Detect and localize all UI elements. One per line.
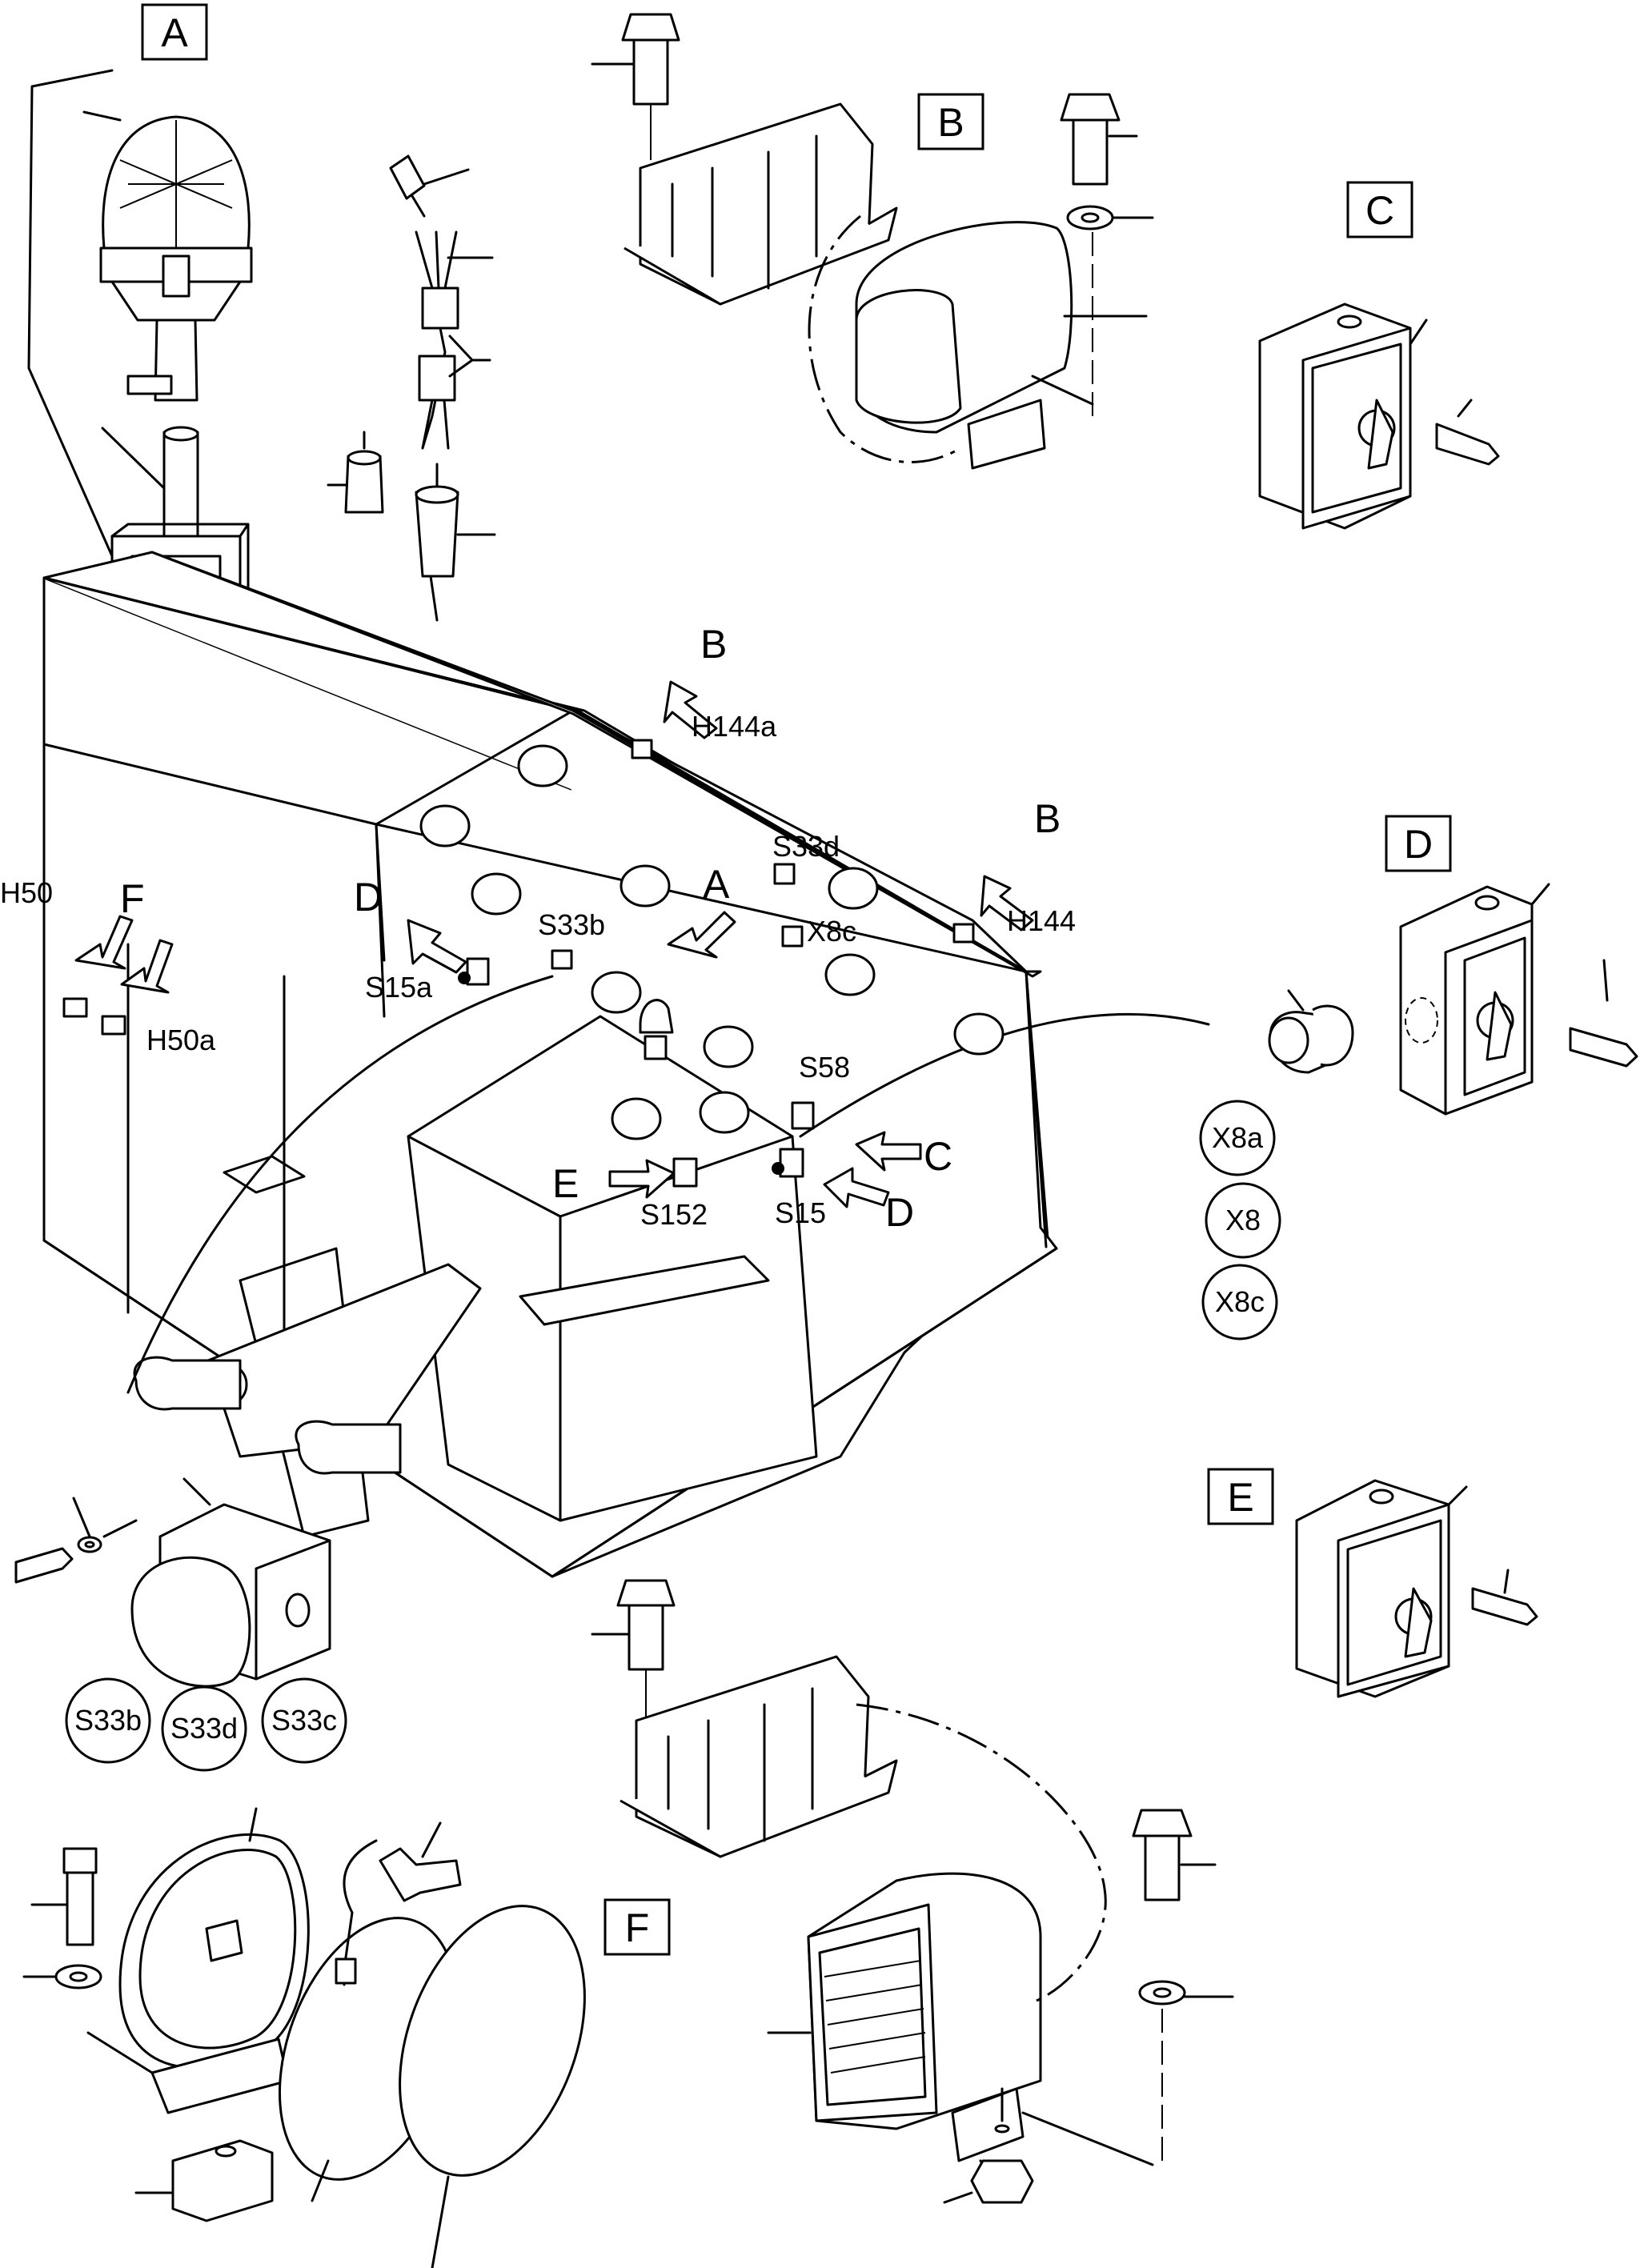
- callout-b-right: B: [1034, 796, 1061, 841]
- label-x8c: X8c: [807, 915, 856, 948]
- detail-a-box: [141, 3, 208, 61]
- label-s15: S15: [775, 1196, 826, 1229]
- circle-s33c: [261, 1677, 347, 1764]
- detail-f-worklight: F: [591, 1579, 1234, 2204]
- micro-switch-s33: S33b S33d S33c: [14, 1477, 347, 1772]
- switch-c-screw: [1435, 423, 1500, 466]
- detail-d-box: [1385, 815, 1452, 872]
- label-h144a: H144a: [692, 710, 777, 743]
- frame-labels: B H144a B H144 S33d X8c A S33b D S15a H5…: [0, 622, 1076, 1235]
- marker-s152: [672, 1157, 698, 1188]
- socket-x8-group: X8a X8 X8c: [1199, 989, 1354, 1340]
- switch-e-knob: [1404, 1587, 1433, 1658]
- worklight-f-nut: [970, 2159, 1034, 2204]
- frame-column: [407, 1015, 818, 1522]
- spade-connector: [389, 154, 426, 200]
- detail-c-letter: C: [1365, 188, 1394, 233]
- cable-sleeve-2: [418, 355, 456, 402]
- marker-s15a: [466, 957, 490, 986]
- arrow-d-left: [407, 919, 467, 974]
- detail-e-box: [1207, 1468, 1274, 1525]
- circle-x8: [1205, 1182, 1281, 1259]
- cab-frame: [42, 551, 1210, 1578]
- micro-switch-cap: [130, 1556, 251, 1688]
- detail-b-worklight: B: [591, 13, 1154, 470]
- detail-d-letter: D: [1404, 822, 1433, 867]
- circle-s33d: [161, 1685, 247, 1772]
- circle-label-x8c: X8c: [1215, 1285, 1265, 1318]
- callout-d-right: D: [885, 1190, 914, 1235]
- arrow-b-right: [980, 875, 1034, 932]
- callout-a-frame: A: [703, 862, 730, 907]
- circle-s33b: [65, 1677, 151, 1764]
- marker-s15: [779, 1148, 804, 1178]
- label-h50: H50: [0, 876, 53, 909]
- circle-label-s33c: S33c: [271, 1704, 337, 1737]
- circle-label-x8: X8: [1225, 1204, 1261, 1236]
- circle-label-x8a: X8a: [1212, 1121, 1264, 1154]
- detail-f-letter: F: [625, 1905, 650, 1950]
- label-h144: H144: [1007, 904, 1076, 937]
- switch-c-knob: [1367, 399, 1394, 470]
- arrow-e: [608, 1159, 676, 1199]
- arrow-f: [120, 939, 174, 994]
- marker-s58: [791, 1101, 815, 1130]
- switch-d-screw: [1569, 1027, 1638, 1068]
- callout-b-top: B: [700, 622, 727, 667]
- switch-d-knob: [1486, 991, 1513, 1061]
- lens-cover: [399, 1905, 586, 2177]
- label-s15a: S15a: [365, 971, 433, 1004]
- arrow-b-top: [663, 680, 718, 739]
- detail-e-switch: E: [1207, 1468, 1538, 1698]
- label-s33d: S33d: [772, 830, 840, 863]
- detail-b-box: [917, 93, 984, 150]
- label-s58: S58: [799, 1051, 850, 1084]
- callout-f-frame: F: [120, 876, 145, 921]
- frame-arrows: [74, 680, 1034, 1208]
- callout-c-frame: C: [924, 1134, 952, 1179]
- detail-e-letter: E: [1227, 1475, 1253, 1520]
- arrow-h50: [74, 915, 134, 970]
- circle-label-s33b: S33b: [74, 1704, 142, 1737]
- detail-a-letter: A: [161, 10, 188, 55]
- circle-x8a: [1199, 1100, 1276, 1176]
- detail-a-frame: [27, 69, 179, 706]
- callout-d-left: D: [354, 875, 383, 920]
- detail-c-box: [1346, 181, 1413, 238]
- label-s33b: S33b: [538, 908, 605, 941]
- callout-e-frame: E: [552, 1161, 579, 1206]
- arrow-c: [855, 1131, 922, 1172]
- lamp-bulb: [379, 1847, 462, 1902]
- label-h50a: H50a: [146, 1024, 216, 1056]
- cable-harness: [327, 154, 496, 622]
- circle-x8c: [1201, 1264, 1278, 1340]
- cable-sleeve-1: [421, 287, 459, 330]
- switch-e-screw: [1471, 1587, 1538, 1626]
- detail-c-switch: C: [1258, 181, 1500, 530]
- frame-arm: [207, 1263, 482, 1458]
- arrow-d-right: [823, 1167, 890, 1208]
- micro-switch-screw: [14, 1547, 74, 1584]
- detail-d-switch: D: [1385, 815, 1638, 1116]
- circle-label-s33d: S33d: [170, 1712, 238, 1745]
- arrow-a: [667, 911, 736, 959]
- round-lamp-block: [171, 2139, 274, 2222]
- detail-f-box: [603, 1898, 671, 1956]
- cigar-plug: [415, 491, 459, 578]
- label-s152: S152: [640, 1198, 708, 1231]
- detail-b-letter: B: [937, 100, 964, 145]
- round-lamp: [22, 1807, 586, 2268]
